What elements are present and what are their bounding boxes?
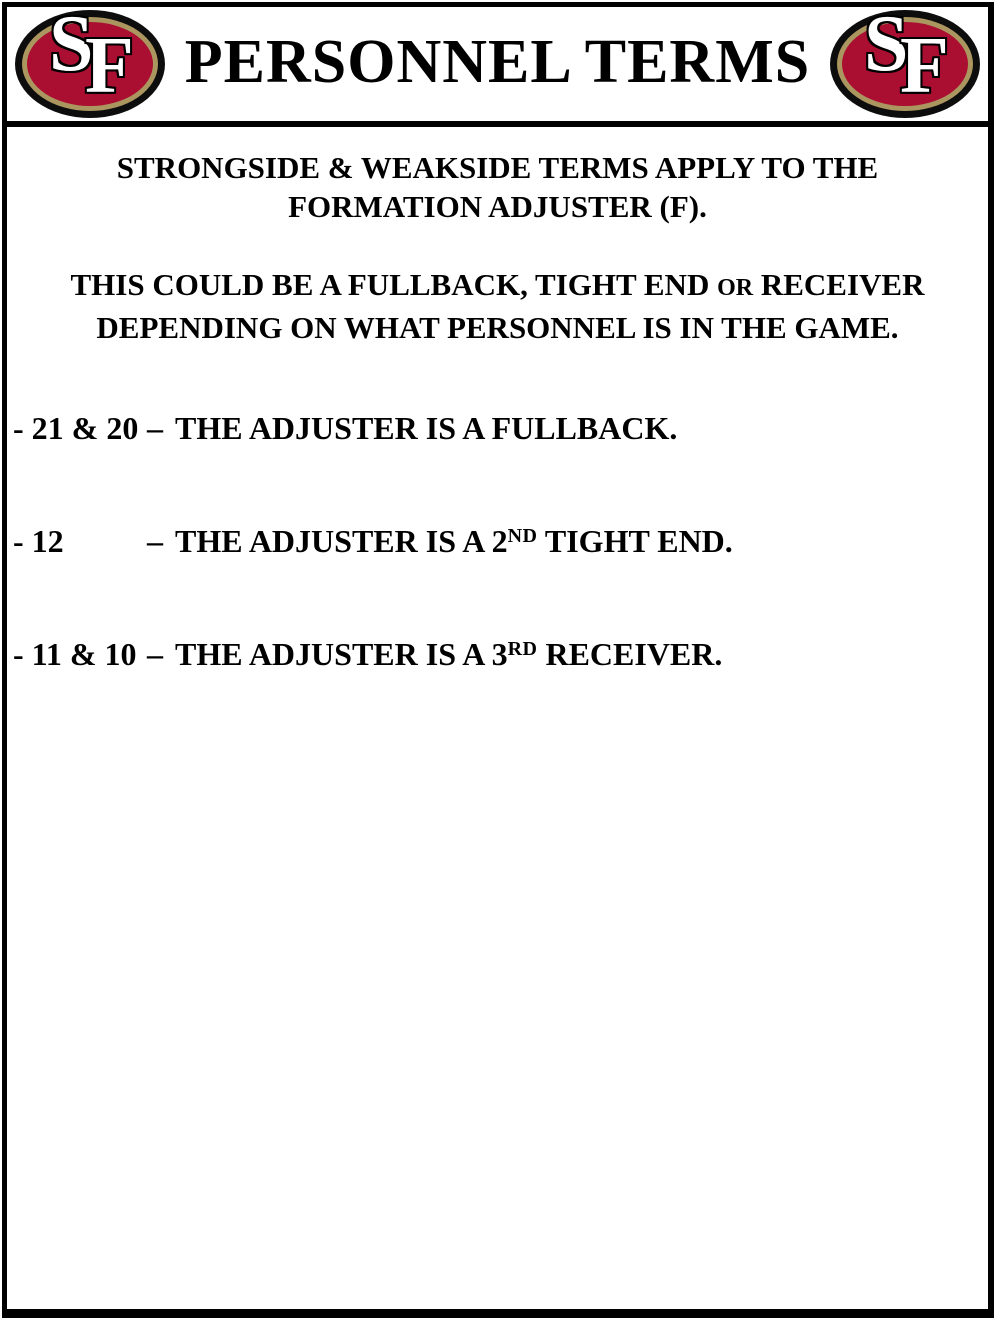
logo-letter-f: F — [900, 22, 949, 110]
intro-p2-line2: DEPENDING ON WHAT PERSONNEL IS IN THE GA… — [96, 310, 899, 345]
item-label: - 12 — [13, 523, 64, 559]
page-title: PERSONNEL TERMS — [184, 27, 811, 96]
logo-letter-s: S — [49, 0, 94, 88]
intro-p1-line1: STRONGSIDE & WEAKSIDE TERMS APPLY TO THE — [116, 150, 879, 185]
item-text-main: THE ADJUSTER IS A FULLBACK. — [175, 410, 678, 446]
page-header: S F PERSONNEL TERMS S F — [7, 4, 988, 127]
item-label: - 21 & 20 — [13, 410, 139, 446]
item-text-main: THE ADJUSTER IS A 3 — [175, 636, 508, 672]
item-label: - 11 & 10 — [13, 636, 137, 672]
item-text-tail: RECEIVER. — [537, 636, 723, 672]
item-dash: – — [147, 410, 163, 446]
intro-p2-after-or: RECEIVER — [753, 267, 925, 302]
logo-red-field — [842, 22, 968, 106]
logo-letter-s: S — [864, 0, 909, 88]
item-dash: – — [147, 523, 163, 559]
item-text-main: THE ADJUSTER IS A 2 — [175, 523, 508, 559]
sf-49ers-logo-icon: S F — [15, 4, 165, 118]
list-item-12: - 12 –THE ADJUSTER IS A 2ND TIGHT END. — [13, 516, 988, 561]
intro-paragraph-fullback: THIS COULD BE A FULLBACK, TIGHT END OR R… — [7, 265, 988, 347]
personnel-list: - 21 & 20 –THE ADJUSTER IS A FULLBACK. -… — [7, 403, 988, 674]
logo-red-field — [27, 22, 153, 106]
item-text: –THE ADJUSTER IS A FULLBACK. — [147, 403, 677, 448]
item-text-tail: TIGHT END. — [537, 523, 733, 559]
logo-letter-f: F — [85, 22, 134, 110]
intro-p2-before-or: THIS COULD BE A FULLBACK, TIGHT END — [70, 267, 718, 302]
list-item-21-20: - 21 & 20 –THE ADJUSTER IS A FULLBACK. — [13, 403, 988, 448]
ordinal-superscript: ND — [507, 525, 538, 547]
intro-paragraph-strongside: STRONGSIDE & WEAKSIDE TERMS APPLY TO THE… — [7, 148, 988, 226]
sf-49ers-logo-icon: S F — [830, 4, 980, 118]
ordinal-superscript: RD — [507, 638, 538, 660]
item-dash: – — [147, 636, 163, 672]
intro-p1-line2: FORMATION ADJUSTER (F). — [288, 189, 707, 224]
item-text: –THE ADJUSTER IS A 3RD RECEIVER. — [147, 629, 722, 674]
list-item-11-10: - 11 & 10 –THE ADJUSTER IS A 3RD RECEIVE… — [13, 629, 988, 674]
page-body: STRONGSIDE & WEAKSIDE TERMS APPLY TO THE… — [7, 127, 988, 674]
intro-p2-or: OR — [717, 275, 754, 301]
item-text: –THE ADJUSTER IS A 2ND TIGHT END. — [147, 516, 733, 561]
